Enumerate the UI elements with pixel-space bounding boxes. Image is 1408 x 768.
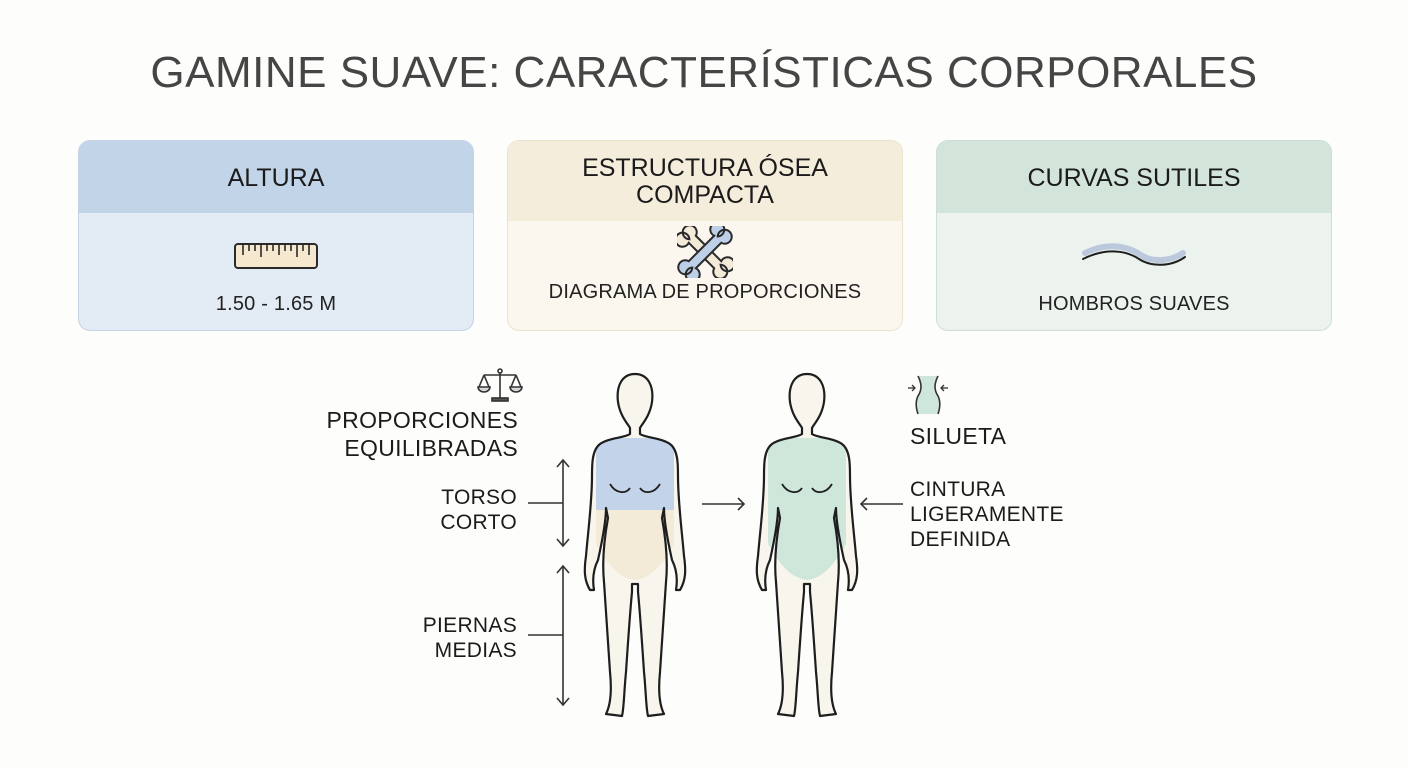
label-line: PROPORCIONES xyxy=(326,407,518,433)
card-altura: ALTURA 1.50 - 1.65 M xyxy=(78,140,474,331)
heading-line-1: ESTRUCTURA ÓSEA xyxy=(582,154,828,182)
silhouette-label: SILUETA xyxy=(910,423,1007,449)
left-arrow-icon xyxy=(859,497,903,511)
ruler-icon xyxy=(233,231,319,281)
card-heading: ALTURA xyxy=(79,141,473,213)
label-line: PIERNAS xyxy=(422,614,517,637)
card-heading: CURVAS SUTILES xyxy=(937,141,1331,213)
card-estructura-osea: ESTRUCTURA ÓSEA COMPACTA DIAGRAMA DE PRO… xyxy=(507,140,903,331)
crossed-bones-icon xyxy=(677,226,733,278)
measurement-arrows xyxy=(528,458,570,707)
heading-line-2: COMPACTA xyxy=(636,181,774,209)
proportions-figure xyxy=(583,372,687,718)
balance-scale-icon xyxy=(476,367,524,408)
card-caption: DIAGRAMA DE PROPORCIONES xyxy=(548,281,862,303)
label-line: TORSO xyxy=(441,486,517,509)
right-arrow-icon xyxy=(702,497,746,511)
waist-label: CINTURA LIGERAMENTE DEFINIDA xyxy=(910,477,1064,552)
label-line: CORTO xyxy=(440,511,517,534)
label-line: EQUILIBRADAS xyxy=(344,435,518,461)
silhouette-figure xyxy=(755,372,859,718)
card-curvas-sutiles: CURVAS SUTILES HOMBROS SUAVES xyxy=(936,140,1332,331)
torso-label: TORSO CORTO xyxy=(440,485,517,535)
label-line: CINTURA xyxy=(910,478,1006,501)
label-line: MEDIAS xyxy=(434,639,517,662)
height-range: 1.50 - 1.65 M xyxy=(215,293,337,315)
card-caption: HOMBROS SUAVES xyxy=(1038,293,1230,315)
label-line: DEFINIDA xyxy=(910,528,1011,551)
card-heading: ESTRUCTURA ÓSEA COMPACTA xyxy=(508,141,902,221)
wave-curve-icon xyxy=(1079,231,1189,281)
page-title: GAMINE SUAVE: CARACTERÍSTICAS CORPORALES xyxy=(150,48,1258,97)
label-line: LIGERAMENTE xyxy=(910,503,1064,526)
proportions-label: PROPORCIONES EQUILIBRADAS xyxy=(327,406,518,462)
legs-label: PIERNAS MEDIAS xyxy=(423,613,517,663)
waist-silhouette-icon xyxy=(906,374,950,421)
